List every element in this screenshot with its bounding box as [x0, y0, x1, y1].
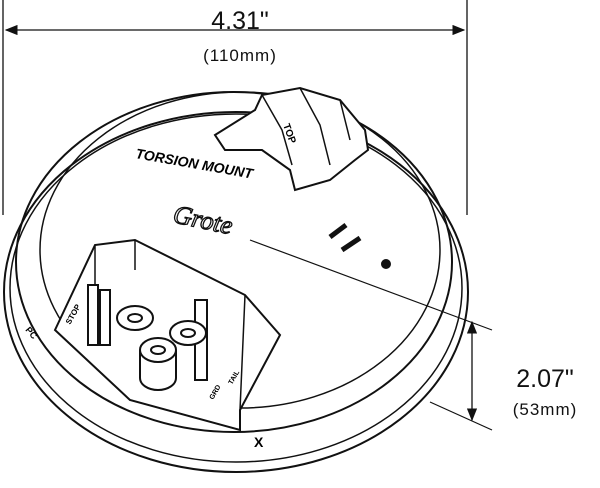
socket-2 [169, 320, 207, 346]
socket-1 [116, 305, 154, 331]
vent-dot [381, 259, 391, 269]
width-inches: 4.31" [211, 7, 269, 35]
mark-x: X [254, 434, 264, 450]
depth-inches: 2.07" [516, 365, 574, 393]
outer-rim [3, 111, 469, 473]
label-pc: PC [23, 325, 39, 341]
depth-extension-top [249, 239, 493, 331]
rim-groove [9, 113, 463, 463]
brand-logo: Grote [171, 200, 235, 241]
terminal-post-1 [87, 284, 99, 346]
model-numeral-bar-2 [340, 235, 362, 253]
socket-3 [139, 337, 177, 363]
depth-extension-bottom [429, 401, 493, 431]
width-mm: (110mm) [203, 46, 277, 65]
depth-mm: (53mm) [512, 400, 578, 419]
terminal-block [53, 238, 282, 432]
terminal-post-2 [99, 289, 111, 346]
model-numeral-bar-1 [328, 223, 348, 239]
